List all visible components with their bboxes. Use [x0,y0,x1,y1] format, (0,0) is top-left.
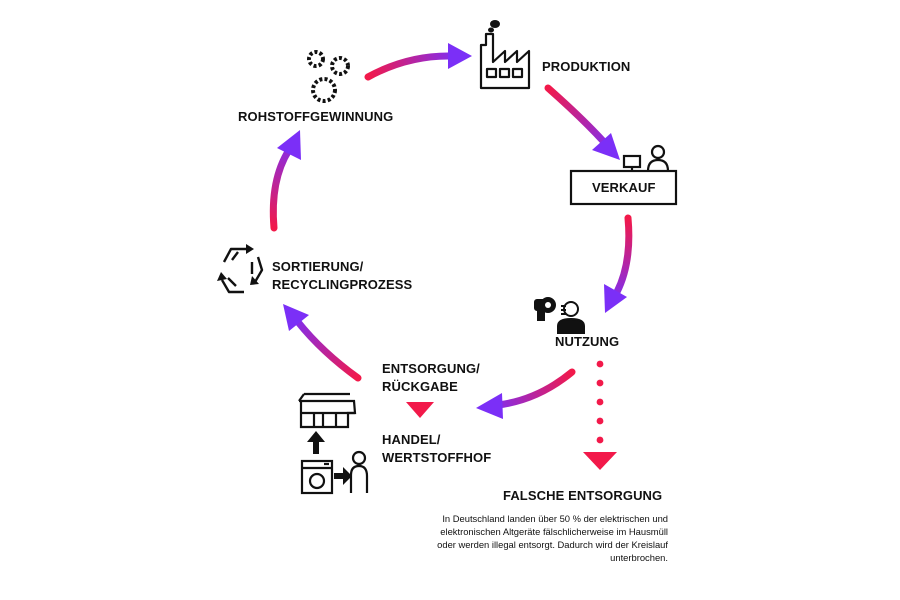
counter-icon [569,144,678,206]
note-line: oder werden illegal entsorgt. Dadurch wi… [437,539,668,550]
falsche-entsorgung-note: In Deutschland landen über 50 % der elek… [386,512,668,564]
label-sortierung-line1: SORTIERUNG/ [272,259,364,274]
gears-icon [307,50,350,103]
arrow-sortierung-to-rohstoff [269,130,301,232]
label-entsorgung-line2: RÜCKGABE [382,379,458,394]
arrow-rohstoff-to-produktion [364,43,472,81]
right-arrow-icon [334,467,352,485]
recycle-icon [217,244,264,294]
arrow-produktion-to-verkauf [544,84,620,160]
label-verkauf: VERKAUF [592,180,656,195]
arrow-verkauf-to-nutzung [604,214,633,313]
falsche-entsorgung-triangle [583,452,617,470]
washing-machine-icon [300,459,334,495]
label-falsche-entsorgung: FALSCHE ENTSORGUNG [503,488,663,503]
label-handel-line2: WERTSTOFFHOF [382,450,492,465]
label-entsorgung-line1: ENTSORGUNG/ [382,361,480,376]
factory-icon [479,20,531,90]
red-marker-triangle [406,402,434,418]
arrow-entsorgung-to-sortierung [283,304,362,382]
dotted-line-falsche-entsorgung [596,360,604,444]
label-handel-line1: HANDEL/ [382,432,441,447]
label-rohstoffgewinnung: ROHSTOFFGEWINNUNG [238,109,394,124]
note-line: elektronischen Altgeräte fälschlicherwei… [440,526,668,537]
person-icon [349,450,369,493]
label-sortierung-line2: RECYCLINGPROZESS [272,277,413,292]
hairdryer-icon [534,297,585,334]
up-arrow-icon [307,431,325,454]
note-line: In Deutschland landen über 50 % der elek… [442,513,668,524]
label-produktion: PRODUKTION [542,59,631,74]
arrow-nutzung-to-entsorgung [476,368,576,419]
note-line: unterbrochen. [610,552,668,563]
store-icon [298,392,357,429]
label-nutzung: NUTZUNG [555,334,620,349]
